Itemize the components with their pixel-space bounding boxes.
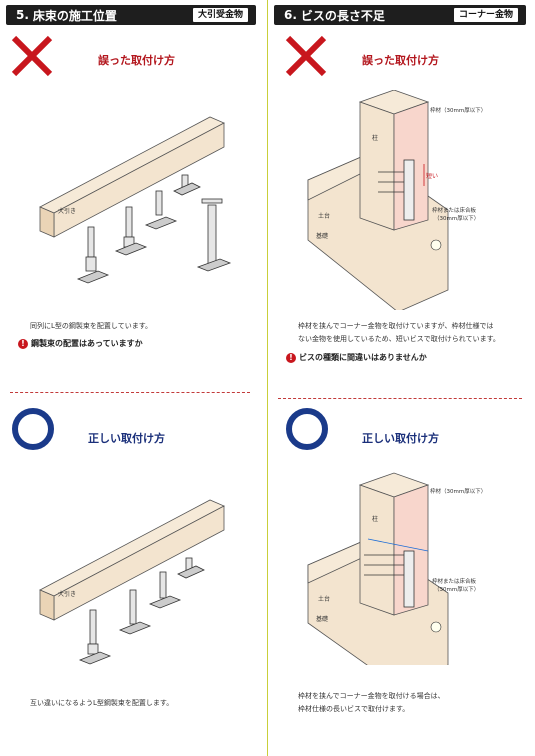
floor-post-wrong-illustration: 大引き xyxy=(39,116,232,284)
right-column: 6. ビスの長さ不足 コーナー金物 誤った取付け方 柱 枠材（30mm厚以下） … xyxy=(268,0,535,756)
pillar-label: 柱 xyxy=(372,134,378,142)
dashed-separator xyxy=(10,392,250,393)
description-line: 枠材を挟んでコーナー金物を取付けていますが、枠材仕様では xyxy=(298,322,494,330)
sill-label: 土台 xyxy=(318,595,330,603)
corner-hardware-wrong-illustration: 柱 枠材（30mm厚以下） 短い 枠材または床合板 （30mm厚以下） 土台 基… xyxy=(307,90,486,310)
warning-icon: ! xyxy=(286,352,296,363)
floor-post-correct-illustration: 大引き xyxy=(39,499,225,665)
wrong-heading: 誤った取付け方 xyxy=(362,54,439,67)
frame-board-sub-label: （30mm厚以下） xyxy=(434,215,479,222)
warning-note: ! 鋼製束の配置はあっていますか xyxy=(18,338,143,349)
circle-mark-icon xyxy=(286,408,328,450)
frame-board-sub-label: （30mm厚以下） xyxy=(434,586,479,593)
circle-mark-icon xyxy=(12,408,54,450)
section-title: 床束の施工位置 xyxy=(32,8,117,23)
description-line: ない金物を使用しているため、短いビスで取付けられています。 xyxy=(298,335,500,343)
cross-mark-icon xyxy=(285,35,327,77)
dashed-separator xyxy=(278,398,522,399)
column-divider xyxy=(266,0,269,756)
foundation-label: 基礎 xyxy=(316,615,328,623)
warning-icon: ! xyxy=(18,338,28,349)
warning-text: 鋼製束の配置はあっていますか xyxy=(31,339,143,348)
foundation-label: 基礎 xyxy=(316,232,328,240)
frame-board-label: 枠材または床合板 xyxy=(432,577,477,585)
correct-description: 互い違いになるようL型鋼製束を配置します。 xyxy=(30,699,174,707)
section-6-header: 6. ビスの長さ不足 コーナー金物 xyxy=(274,5,526,25)
wrong-description: 枠材を挟んでコーナー金物を取付けていますが、枠材仕様では ない金物を使用している… xyxy=(298,320,500,346)
frame-board-label: 枠材または床合板 xyxy=(432,206,477,214)
section-number: 6. xyxy=(284,8,297,22)
description-line: 枠材仕様の長いビスで取付けます。 xyxy=(298,705,410,713)
frame-label: 枠材（30mm厚以下） xyxy=(430,106,486,114)
beam-label: 大引き xyxy=(58,590,76,598)
section-5-header: 5. 床束の施工位置 大引受金物 xyxy=(6,5,256,25)
frame-label: 枠材（30mm厚以下） xyxy=(430,487,486,495)
correct-description: 枠材を挟んでコーナー金物を取付ける場合は、 枠材仕様の長いビスで取付けます。 xyxy=(298,690,445,716)
wrong-heading: 誤った取付け方 xyxy=(98,54,175,67)
warning-note: ! ビスの種類に間違いはありませんか xyxy=(286,352,427,363)
description-line: 枠材を挟んでコーナー金物を取付ける場合は、 xyxy=(298,692,445,700)
beam-label: 大引き xyxy=(58,207,76,215)
correct-heading: 正しい取付け方 xyxy=(362,432,439,445)
section-number: 5. xyxy=(16,8,29,22)
pillar-label: 柱 xyxy=(372,515,378,523)
section-badge: 大引受金物 xyxy=(192,8,248,22)
left-column: 5. 床束の施工位置 大引受金物 誤った取付け方 大引き 同列にL型の鋼製束を配… xyxy=(0,0,267,756)
short-label: 短い xyxy=(426,172,438,180)
section-badge: コーナー金物 xyxy=(453,8,518,22)
wrong-description: 同列にL型の鋼製束を配置しています。 xyxy=(30,322,152,330)
section-title: ビスの長さ不足 xyxy=(300,8,385,23)
corner-hardware-correct-illustration: 柱 枠材（30mm厚以下） 枠材または床合板 （30mm厚以下） 土台 基礎 xyxy=(307,472,486,665)
sill-label: 土台 xyxy=(318,212,330,220)
cross-mark-icon xyxy=(11,35,53,77)
correct-heading: 正しい取付け方 xyxy=(88,432,165,445)
warning-text: ビスの種類に間違いはありませんか xyxy=(299,353,427,362)
